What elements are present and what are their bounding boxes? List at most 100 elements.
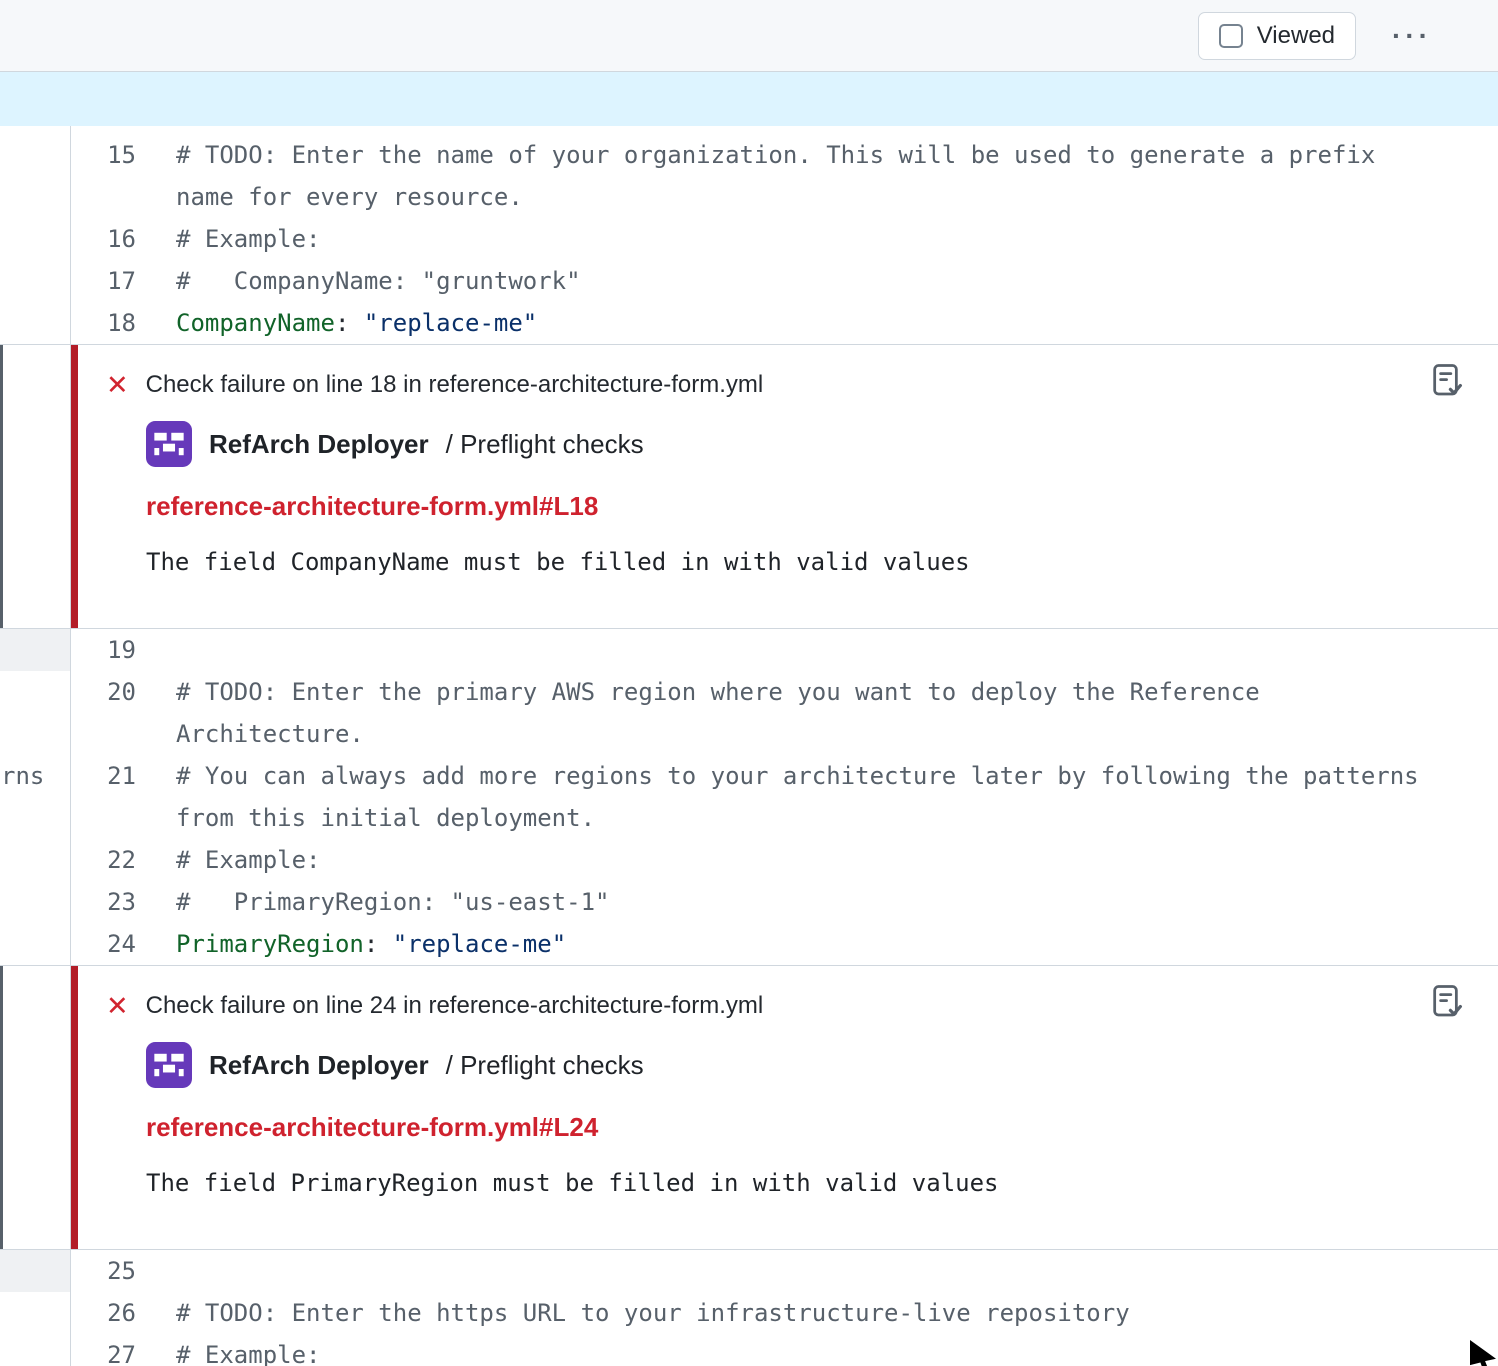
check-app-row: RefArch Deployer / Preflight checks (146, 1042, 1458, 1088)
check-failure-annotation: ✕ Check failure on line 18 in reference-a… (0, 344, 1498, 629)
line-number[interactable]: 22 (107, 846, 136, 874)
line-number[interactable]: 25 (107, 1257, 136, 1285)
line-number[interactable]: 26 (107, 1299, 136, 1327)
left-pane-strip (0, 345, 70, 628)
left-pane-strip (0, 629, 70, 671)
code-line: 25 (0, 1250, 1498, 1292)
annotation-box: ✕ Check failure on line 18 in reference-a… (70, 345, 1498, 628)
annotation-note-icon[interactable] (1430, 363, 1464, 402)
code-chunk: 15 # TODO: Enter the name of your organiz… (0, 126, 1498, 344)
code-line: 17 # CompanyName: "gruntwork" (0, 260, 1498, 302)
code-line: rns 21 # You can always add more regions t… (0, 755, 1498, 839)
refarch-deployer-avatar-icon (146, 421, 192, 467)
line-number[interactable]: 18 (107, 309, 136, 337)
left-pane-strip (0, 134, 70, 218)
annotation-header: ✕Check failure on line 24 in reference-a… (106, 992, 1458, 1020)
code-text: # Example: (176, 839, 1431, 881)
line-number[interactable]: 23 (107, 888, 136, 916)
code-line: 22 # Example: (0, 839, 1498, 881)
line-number[interactable]: 20 (107, 678, 136, 706)
kebab-icon: ··· (1392, 19, 1432, 51)
check-app-name: RefArch Deployer (209, 1049, 429, 1080)
check-app-name: RefArch Deployer (209, 428, 429, 459)
annotation-message: The field CompanyName must be filled in … (146, 548, 970, 576)
line-number[interactable]: 27 (107, 1341, 136, 1366)
annotation-title: Check failure on line 18 in reference-ar… (145, 371, 764, 398)
code-cell: # You can always add more regions to you… (140, 755, 1498, 839)
code-token: # Example: (176, 846, 321, 874)
code-chunk: 19 20 # TODO: Enter the primary AWS region… (0, 629, 1498, 965)
code-line: 16 # Example: (0, 218, 1498, 260)
code-text: CompanyName: "replace-me" (176, 302, 1431, 344)
left-pane-strip (0, 1292, 70, 1334)
code-token: PrimaryRegion (176, 930, 364, 958)
code-cell: # Example: (140, 839, 1498, 881)
left-pane-partial-text: rns (1, 762, 45, 790)
code-text: # Example: (176, 218, 1431, 260)
check-failure-x-icon: ✕ (106, 990, 129, 1021)
code-token: CompanyName (176, 309, 335, 337)
code-text: # CompanyName: "gruntwork" (176, 260, 1431, 302)
left-pane-strip (0, 923, 70, 965)
annotation-file-link[interactable]: reference-architecture-form.yml#L24 (146, 1112, 599, 1142)
code-token: : (363, 930, 393, 958)
code-cell: # Example: (140, 218, 1498, 260)
code-line: 15 # TODO: Enter the name of your organiz… (0, 134, 1498, 218)
code-cell: # TODO: Enter the https URL to your infr… (140, 1292, 1498, 1334)
check-context-name: / Preflight checks (445, 1049, 644, 1080)
line-number[interactable]: 24 (107, 930, 136, 958)
viewed-button[interactable]: Viewed (1197, 11, 1357, 60)
check-app-row: RefArch Deployer / Preflight checks (146, 421, 1458, 467)
code-cell (140, 1250, 1498, 1292)
code-text: # TODO: Enter the name of your organizat… (176, 134, 1431, 218)
code-text: # TODO: Enter the https URL to your infr… (176, 1292, 1431, 1334)
code-cell: PrimaryRegion: "replace-me" (140, 923, 1498, 965)
annotation-header: ✕ Check failure on line 18 in reference-a… (106, 371, 1458, 399)
annotation-note-icon[interactable] (1430, 984, 1464, 1023)
code-cell: # PrimaryRegion: "us-east-1" (140, 881, 1498, 923)
code-text: PrimaryRegion: "replace-me" (176, 923, 1431, 965)
line-number[interactable]: 21 (107, 762, 136, 790)
code-token: # Example: (176, 225, 321, 253)
refarch-deployer-avatar-icon (146, 1042, 192, 1088)
viewed-label: Viewed (1256, 21, 1336, 49)
code-line: 19 (0, 629, 1498, 671)
left-pane-strip (0, 1334, 70, 1366)
left-pane-strip (0, 302, 70, 344)
code-token: # PrimaryRegion: "us-east-1" (176, 888, 610, 916)
code-token: "replace-me" (392, 930, 567, 958)
code-line: 26 # TODO: Enter the https URL to your in… (0, 1292, 1498, 1334)
file-header-toolbar: Viewed ··· (0, 0, 1498, 72)
line-number[interactable]: 19 (107, 636, 136, 664)
left-pane-strip (0, 260, 70, 302)
code-token: "replace-me" (363, 309, 538, 337)
diff-body: 15 # TODO: Enter the name of your organiz… (0, 126, 1498, 1366)
annotation-file-link[interactable]: reference-architecture-form.yml#L18 (146, 491, 599, 521)
code-token: : (334, 309, 364, 337)
line-number[interactable]: 16 (107, 225, 136, 253)
code-token: # TODO: Enter the primary AWS region whe… (176, 678, 1275, 748)
code-token: # You can always add more regions to you… (176, 762, 1434, 832)
left-pane-strip (0, 966, 70, 1249)
code-line: 24 PrimaryRegion: "replace-me" (0, 923, 1498, 965)
code-line: 20 # TODO: Enter the primary AWS region w… (0, 671, 1498, 755)
left-pane-strip (0, 218, 70, 260)
left-pane-strip (0, 881, 70, 923)
line-number[interactable]: 15 (107, 141, 136, 169)
kebab-menu-button[interactable]: ··· (1382, 14, 1442, 58)
code-text: # PrimaryRegion: "us-east-1" (176, 881, 1431, 923)
code-token: # TODO: Enter the https URL to your infr… (176, 1299, 1130, 1327)
diff-expand-strip[interactable] (0, 72, 1498, 126)
code-cell (140, 629, 1498, 671)
code-line: 27 # Example: (0, 1334, 1498, 1366)
viewed-checkbox[interactable] (1218, 23, 1243, 48)
check-failure-x-icon: ✕ (106, 369, 129, 400)
annotation-box: ✕Check failure on line 24 in reference-a… (70, 966, 1498, 1249)
line-number[interactable]: 17 (107, 267, 136, 295)
code-chunk: 25 26 # TODO: Enter the https URL to your … (0, 1250, 1498, 1366)
code-token: # Example: (176, 1341, 321, 1366)
annotation-message: The field PrimaryRegion must be filled i… (146, 1169, 999, 1197)
code-line: 23 # PrimaryRegion: "us-east-1" (0, 881, 1498, 923)
code-text: # TODO: Enter the primary AWS region whe… (176, 671, 1431, 755)
